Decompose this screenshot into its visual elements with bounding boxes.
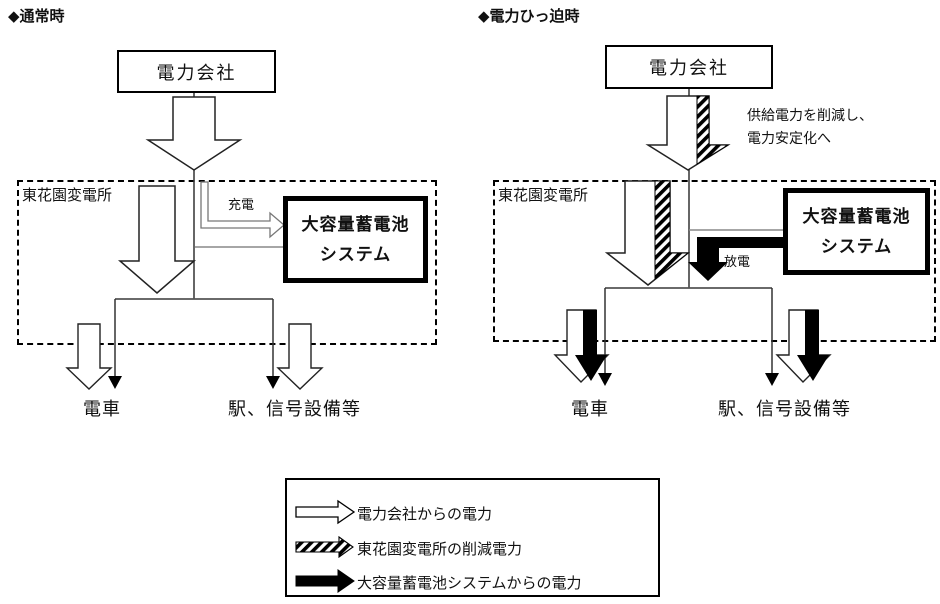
- right-train-arrowhead-icon: [598, 373, 612, 386]
- legend-item-battery-power: 大容量蓄電池システムからの電力: [357, 575, 582, 592]
- right-power-supply-reduced-hatch-icon: [696, 95, 730, 165]
- left-station-arrowhead-icon: [266, 376, 280, 389]
- right-power-company-box: 電力会社: [605, 45, 773, 89]
- right-note-line2: 電力安定化へ: [747, 130, 831, 146]
- right-substation-feed-arrow-icon: [604, 180, 691, 286]
- left-battery-label-line2: システム: [319, 244, 392, 264]
- right-train-battery-arrow-icon: [575, 310, 607, 381]
- right-battery-label-line2: システム: [820, 236, 893, 256]
- right-note-line1: 供給電力を削減し、: [747, 107, 873, 123]
- left-substation-label: 東花園変電所: [22, 187, 113, 204]
- right-station-label: 駅、信号設備等: [718, 399, 851, 419]
- right-substation-reduced-hatch-icon: [654, 180, 690, 281]
- left-panel-title: ◆通常時: [8, 8, 65, 25]
- legend-item-power-company: 電力会社からの電力: [357, 506, 493, 523]
- charge-arrow-icon: [200, 181, 285, 239]
- right-station-power-arrow-icon: [775, 309, 832, 383]
- right-station-arrowhead-icon: [765, 373, 779, 386]
- right-substation-dashed-box: [493, 180, 936, 342]
- left-station-label: 駅、信号設備等: [228, 399, 361, 419]
- legend-box: [285, 478, 660, 597]
- legend-white-arrow-icon: [295, 499, 356, 525]
- left-train-power-arrow-icon: [65, 323, 113, 390]
- legend-black-arrow-icon: [295, 569, 355, 593]
- discharge-label: 放電: [724, 254, 751, 269]
- right-substation-label: 東花園変電所: [498, 187, 589, 204]
- right-battery-label-line1: 大容量蓄電池: [802, 206, 911, 226]
- left-power-company-box: 電力会社: [117, 50, 276, 93]
- right-station-battery-arrow-icon: [797, 310, 829, 381]
- left-train-arrowhead-icon: [108, 376, 122, 389]
- charge-label: 充電: [228, 197, 255, 212]
- left-train-label: 電車: [83, 399, 121, 419]
- left-station-power-arrow-icon: [276, 323, 324, 390]
- discharge-arrow-icon: [688, 237, 784, 281]
- left-substation-dashed-box: [17, 180, 437, 345]
- right-power-supply-arrow-icon: [645, 95, 731, 171]
- right-panel-title: ◆電力ひっ迫時: [478, 8, 580, 25]
- legend-hatched-arrow-icon: [295, 535, 354, 559]
- left-power-supply-arrow-icon: [145, 96, 243, 171]
- right-train-power-arrow-icon: [553, 309, 610, 383]
- legend-item-reduced-power: 東花園変電所の削減電力: [357, 541, 523, 558]
- right-power-company-label: 電力会社: [649, 58, 729, 78]
- left-battery-system-box: 大容量蓄電池 システム: [283, 196, 428, 283]
- left-battery-label-line1: 大容量蓄電池: [301, 214, 410, 234]
- left-power-company-label: 電力会社: [156, 62, 237, 83]
- right-train-label: 電車: [571, 399, 609, 419]
- right-battery-system-box: 大容量蓄電池 システム: [783, 188, 930, 275]
- left-substation-feed-arrow-icon: [117, 185, 197, 294]
